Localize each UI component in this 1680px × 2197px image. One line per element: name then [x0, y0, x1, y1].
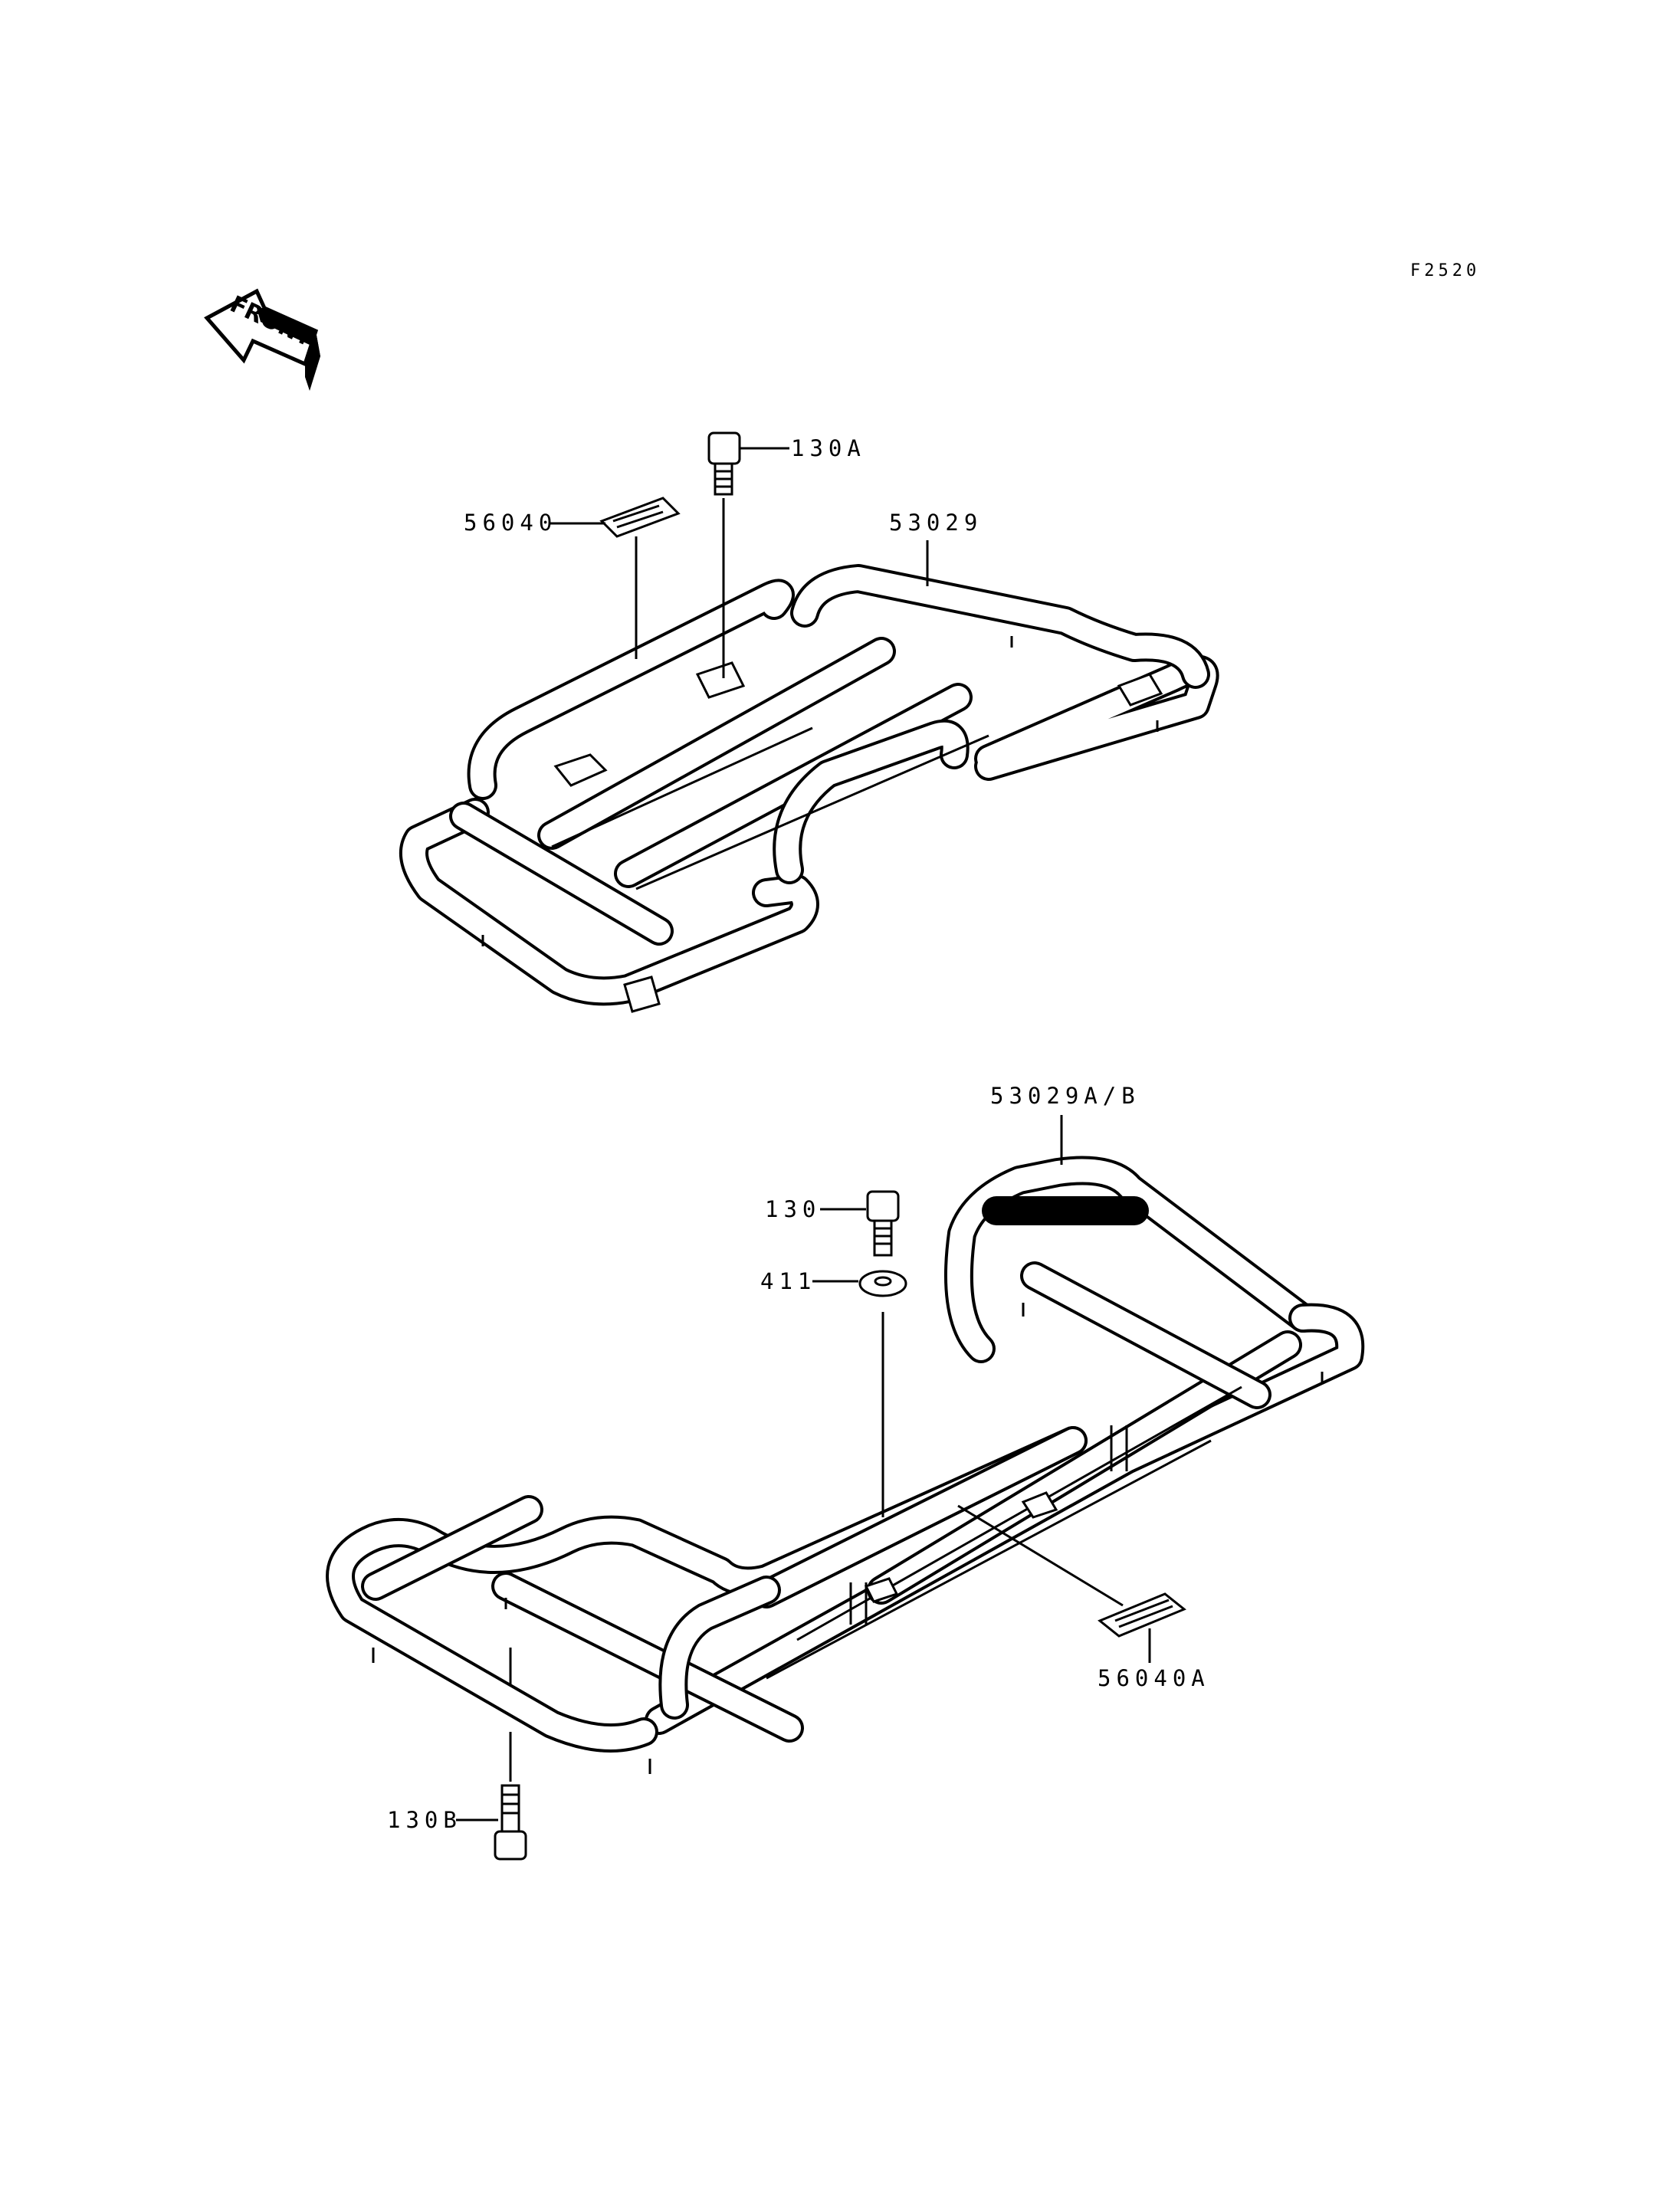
- callout-56040: 56040: [464, 510, 557, 536]
- bottom-carrier-53029AB: [326, 1156, 1365, 1774]
- callout-130: 130: [765, 1196, 821, 1222]
- callout-130B: 130B: [387, 1807, 462, 1833]
- front-arrow-icon: FRONT: [204, 288, 320, 391]
- bolt-130A-icon: [707, 431, 741, 496]
- callout-130A: 130A: [791, 435, 866, 461]
- bolt-130-icon: [866, 1190, 900, 1257]
- figure-code: F2520: [1410, 261, 1480, 280]
- label-56040A-icon: [1098, 1592, 1186, 1638]
- callout-56040A: 56040A: [1098, 1665, 1210, 1691]
- bolt-130B-icon: [494, 1784, 527, 1861]
- label-56040-icon: [599, 497, 681, 538]
- callout-411: 411: [760, 1268, 816, 1294]
- callout-53029AB: 53029A/B: [990, 1083, 1140, 1109]
- washer-411-icon: [858, 1270, 907, 1297]
- top-carrier-53029: [399, 564, 1219, 1013]
- callout-53029: 53029: [889, 510, 983, 536]
